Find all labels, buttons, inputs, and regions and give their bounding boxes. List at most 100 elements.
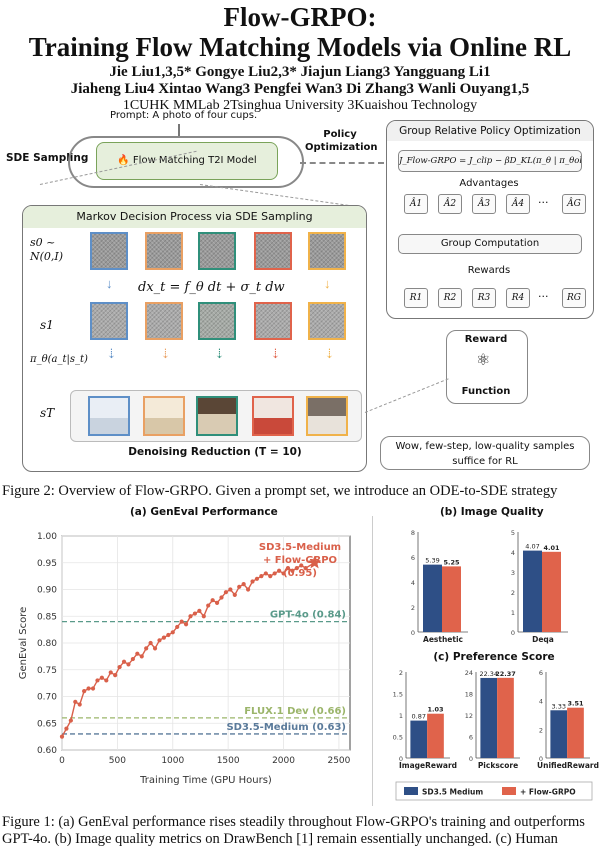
legend-frame bbox=[395, 781, 593, 801]
category-label: ImageReward bbox=[399, 761, 457, 770]
data-point bbox=[268, 574, 273, 579]
cups-image bbox=[252, 396, 294, 436]
data-point bbox=[64, 726, 69, 731]
bar-value-label: 4.01 bbox=[543, 544, 560, 552]
reward-ellipsis: ··· bbox=[538, 290, 549, 303]
grpo-objective: J_Flow-GRPO = J_clip − βD_KL(π_θ | π_θol… bbox=[398, 150, 582, 172]
data-point bbox=[126, 662, 131, 667]
reward-item: R1 bbox=[404, 288, 428, 308]
policy-optimization-label: Policy Optimization bbox=[305, 129, 378, 153]
data-point bbox=[166, 632, 171, 638]
bar-value-label: 22.37 bbox=[495, 670, 516, 678]
data-point bbox=[104, 678, 109, 683]
data-point bbox=[121, 659, 127, 664]
bar bbox=[427, 713, 444, 758]
y-tick-label: 0.80 bbox=[37, 639, 57, 649]
data-point bbox=[144, 646, 149, 651]
y-tick-label: 0 bbox=[411, 629, 415, 637]
bar bbox=[523, 550, 542, 632]
noise-tile bbox=[145, 232, 183, 270]
paper-title-line2: Training Flow Matching Models via Online… bbox=[28, 32, 572, 62]
advantage-item: Â2 bbox=[438, 194, 462, 214]
reward-function-box bbox=[446, 330, 528, 404]
reward-function-bottom: Function bbox=[461, 386, 511, 397]
sT-label: sT bbox=[40, 406, 55, 420]
data-point bbox=[183, 622, 189, 627]
data-point bbox=[254, 576, 260, 581]
noise-tile bbox=[254, 232, 292, 270]
y-tick-label: 0.5 bbox=[393, 734, 403, 742]
partial-denoised-tile bbox=[308, 302, 346, 340]
y-tick-label: 1.5 bbox=[393, 691, 403, 699]
data-point bbox=[228, 587, 233, 592]
partial-denoised-tile bbox=[145, 302, 183, 340]
down-arrow-icon: ↓ bbox=[324, 276, 331, 291]
y-tick-label: 1 bbox=[511, 609, 515, 617]
bar-value-label: 4.07 bbox=[525, 543, 539, 551]
partial-denoised-tile bbox=[198, 302, 236, 340]
reward-item: R4 bbox=[506, 288, 530, 308]
advantage-item: Â1 bbox=[404, 194, 428, 214]
data-point bbox=[290, 568, 295, 573]
data-point bbox=[82, 689, 87, 694]
y-tick-label: 2 bbox=[539, 726, 543, 734]
data-point bbox=[161, 635, 167, 640]
data-point bbox=[206, 603, 211, 608]
y-tick-label: 1.00 bbox=[37, 532, 57, 542]
y-tick-label: 12 bbox=[465, 712, 473, 720]
legend-entry: SD3.5 Medium bbox=[422, 788, 483, 797]
y-tick-label: 0.90 bbox=[37, 586, 57, 596]
noise-tile bbox=[90, 232, 128, 270]
final-star-marker bbox=[307, 555, 322, 569]
data-point bbox=[148, 640, 153, 646]
y-tick-label: 0.70 bbox=[37, 693, 57, 703]
data-point bbox=[135, 651, 140, 656]
y-tick-label: 0.85 bbox=[37, 612, 57, 622]
final-label: SD3.5-Medium bbox=[259, 542, 341, 553]
y-tick-label: 0 bbox=[469, 755, 473, 763]
data-point bbox=[175, 624, 180, 630]
y-tick-label: 4 bbox=[411, 579, 415, 587]
data-point bbox=[285, 566, 291, 571]
data-point bbox=[245, 587, 251, 592]
category-label: Pickscore bbox=[478, 761, 518, 770]
data-point bbox=[223, 590, 229, 595]
advantage-item: Â4 bbox=[506, 194, 530, 214]
dotted-arrow-icon: ⇣ bbox=[106, 346, 117, 361]
data-point bbox=[99, 675, 104, 680]
data-point bbox=[299, 563, 304, 568]
bar-value-label: 22.34 bbox=[479, 670, 498, 678]
data-point bbox=[303, 566, 308, 571]
data-point bbox=[241, 582, 246, 587]
panel-c-title: (c) Preference Score bbox=[433, 651, 554, 663]
affiliations: 1CUHK MMLab 2Tsinghua University 3Kuaish… bbox=[122, 98, 478, 113]
data-point bbox=[139, 654, 144, 659]
t2i-model-box: 🔥 Flow Matching T2I Model bbox=[96, 142, 278, 180]
y-tick-label: 3 bbox=[511, 569, 515, 577]
x-axis-label: Training Time (GPU Hours) bbox=[139, 775, 272, 786]
reference-label: GPT-4o (0.84) bbox=[270, 610, 346, 621]
x-tick-label: 2500 bbox=[327, 756, 350, 766]
bar-value-label: 5.25 bbox=[443, 558, 460, 566]
prompt-arrow bbox=[178, 124, 180, 138]
x-tick-label: 2000 bbox=[272, 756, 295, 766]
data-point bbox=[179, 619, 184, 624]
cups-image bbox=[143, 396, 185, 436]
data-point bbox=[232, 592, 237, 597]
grpo-title: Group Relative Policy Optimization bbox=[387, 121, 593, 141]
data-point bbox=[214, 600, 220, 605]
data-point bbox=[73, 699, 78, 704]
reference-label: SD3.5-Medium (0.63) bbox=[226, 722, 346, 733]
bar-value-label: 0.87 bbox=[412, 713, 426, 721]
bar-value-label: 5.39 bbox=[425, 557, 439, 565]
y-tick-label: 0 bbox=[511, 629, 515, 637]
y-tick-label: 4 bbox=[511, 549, 515, 557]
figure2-caption: Figure 2: Overview of Flow-GRPO. Given a… bbox=[2, 483, 558, 499]
bar bbox=[410, 720, 428, 758]
y-tick-label: 1 bbox=[399, 712, 403, 720]
y-tick-label: 2 bbox=[411, 604, 415, 612]
reward-item: R3 bbox=[472, 288, 496, 308]
data-point bbox=[192, 611, 198, 616]
y-tick-label: 0.75 bbox=[37, 666, 57, 676]
